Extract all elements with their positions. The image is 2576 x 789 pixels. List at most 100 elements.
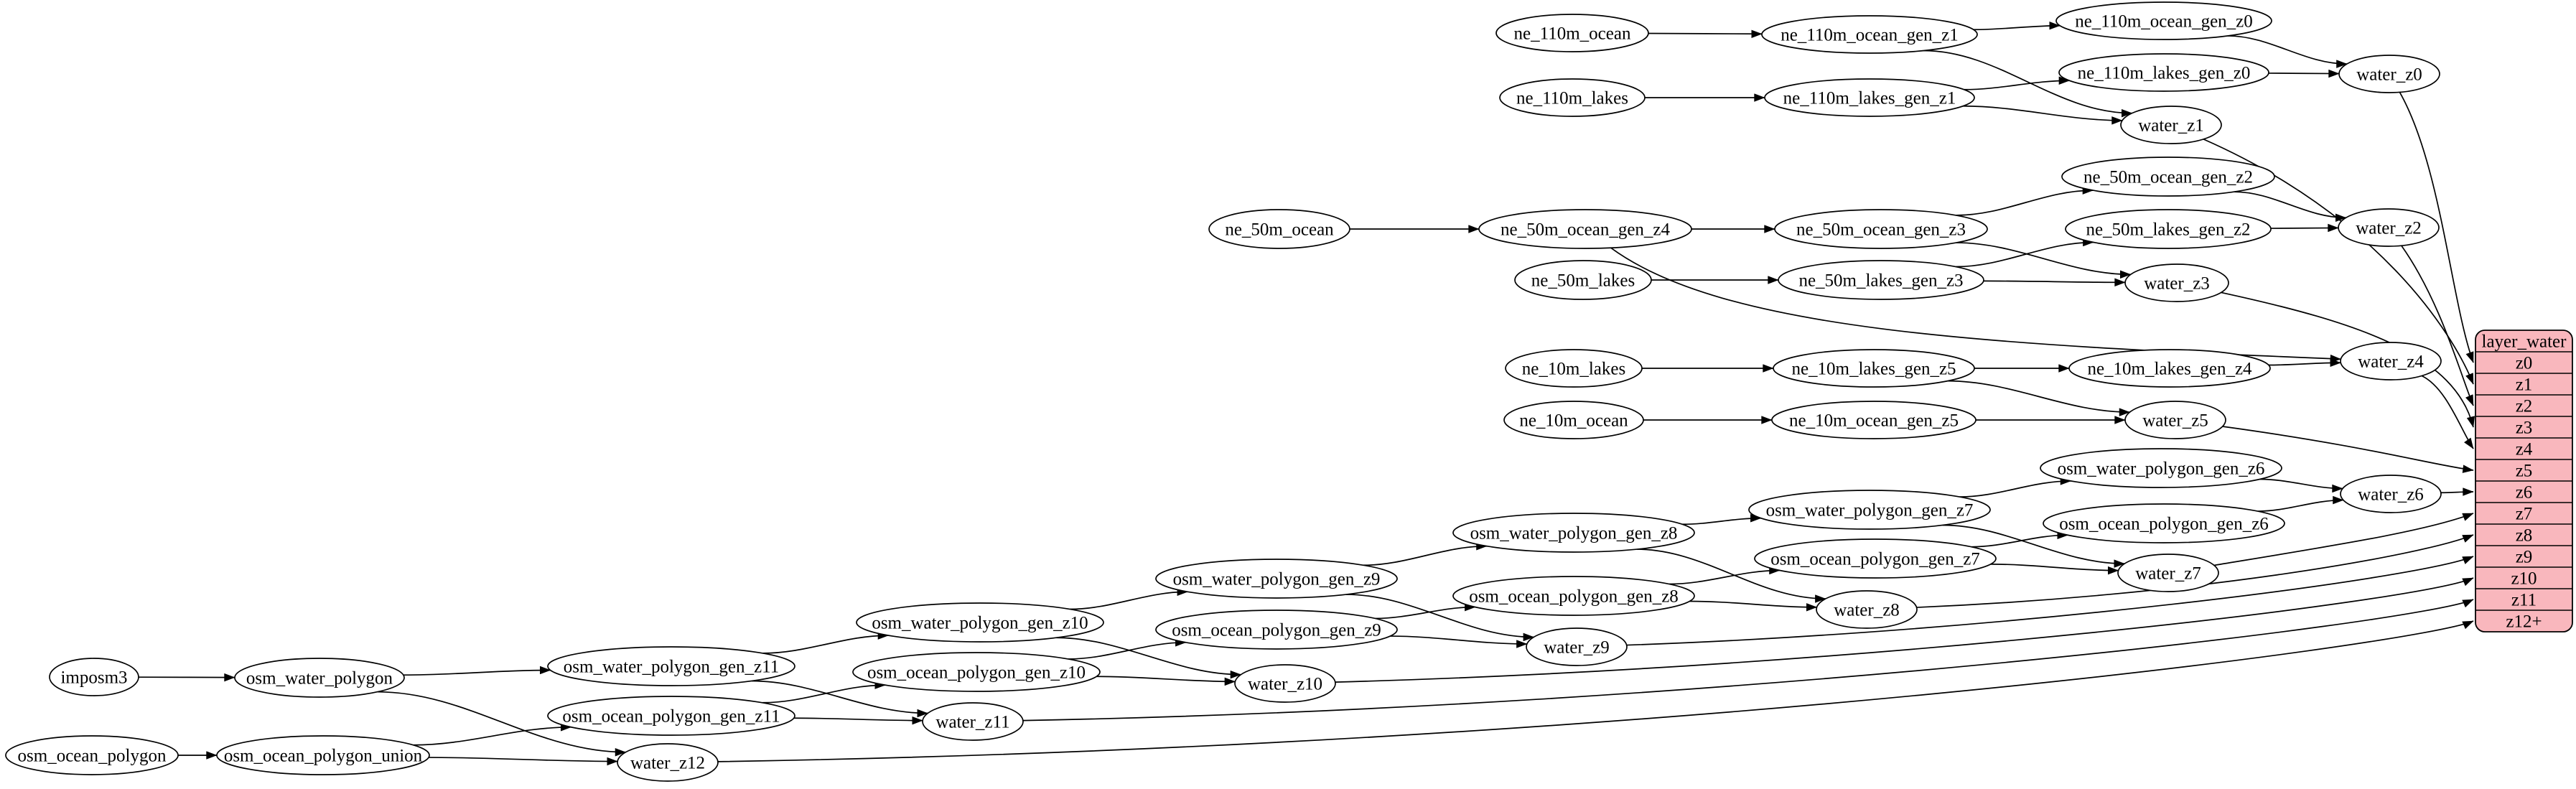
node-ellipse (1478, 209, 1692, 249)
node-ellipse (2040, 448, 2282, 488)
node-ne_10m_lakes_gen_z4: ne_10m_lakes_gen_z4 (2068, 349, 2271, 388)
table-row-z7: z7 (2516, 505, 2533, 524)
node-water_z7: water_z7 (2117, 554, 2219, 592)
node-ellipse (1773, 349, 1975, 388)
node-osm_water_polygon_gen_z10: osm_water_polygon_gen_z10 (856, 602, 1104, 643)
node-ellipse (2340, 342, 2442, 381)
table-row-z12+: z12+ (2506, 612, 2542, 632)
node-label: water_z5 (2142, 411, 2208, 431)
edge-osm_water_polygon_gen_z6--water_z6 (2259, 478, 2343, 493)
edge-water_z9--layer_water:z9 (1626, 556, 2474, 646)
node-ellipse (1155, 610, 1398, 650)
node-label: ne_50m_ocean_gen_z2 (2083, 168, 2253, 187)
node-ellipse (547, 696, 795, 736)
edge-osm_water_polygon_gen_z7--water_z7 (1942, 524, 2125, 568)
node-water_z2: water_z2 (2338, 208, 2440, 247)
node-ne_50m_ocean: ne_50m_ocean (1208, 209, 1350, 249)
node-label: osm_water_polygon_gen_z9 (1173, 570, 1381, 589)
node-water_z1: water_z1 (2120, 106, 2222, 144)
node-osm_water_polygon_gen_z9: osm_water_polygon_gen_z9 (1155, 559, 1398, 599)
node-ellipse (1778, 260, 1984, 300)
node-label: imposm3 (60, 668, 127, 688)
node-label: water_z7 (2135, 564, 2201, 584)
edge-osm_ocean_polygon_gen_z8--osm_ocean_polygon_gen_z7 (1669, 566, 1781, 585)
node-label: ne_10m_ocean (1519, 411, 1628, 431)
node-water_z6: water_z6 (2340, 475, 2442, 513)
node-water_z8: water_z8 (1816, 590, 1918, 629)
edge-ne_110m_ocean_gen_z0--water_z0 (2227, 35, 2348, 68)
node-label: ne_50m_ocean_gen_z3 (1796, 220, 1966, 240)
node-ellipse (1499, 78, 1646, 117)
node-label: water_z2 (2356, 219, 2422, 238)
node-label: water_z0 (2356, 65, 2422, 85)
node-osm_ocean_polygon_gen_z8: osm_ocean_polygon_gen_z8 (1452, 576, 1695, 616)
edge-osm_ocean_polygon_gen_z6--water_z6 (2257, 495, 2344, 512)
node-label: ne_110m_lakes_gen_z1 (1783, 89, 1956, 108)
node-osm_ocean_polygon_gen_z9: osm_ocean_polygon_gen_z9 (1155, 610, 1398, 650)
edge-osm_ocean_polygon_gen_z7--water_z7 (1990, 564, 2119, 575)
node-label: ne_10m_ocean_gen_z5 (1789, 411, 1959, 431)
node-ne_110m_ocean: ne_110m_ocean (1495, 14, 1649, 52)
edge-osm_ocean_polygon_gen_z10--osm_ocean_polygon_gen_z9 (1068, 638, 1187, 660)
node-label: ne_110m_ocean_gen_z0 (2075, 12, 2253, 32)
edge-osm_water_polygon_gen_z11--osm_water_polygon_gen_z10 (762, 631, 890, 654)
node-label: water_z10 (1248, 675, 1322, 694)
node-ne_10m_lakes_gen_z5: ne_10m_lakes_gen_z5 (1773, 349, 1975, 388)
node-ellipse (1208, 209, 1350, 249)
node-label: osm_water_polygon_gen_z7 (1766, 501, 1974, 520)
edge-ne_110m_lakes_gen_z1--water_z1 (1963, 105, 2123, 125)
node-label: ne_110m_lakes_gen_z0 (2078, 64, 2251, 83)
node-label: osm_water_polygon (246, 669, 393, 688)
edge-ne_110m_ocean_gen_z1--water_z1 (1923, 50, 2133, 118)
edges (138, 21, 2475, 766)
edge-osm_water_polygon_gen_z7--osm_water_polygon_gen_z6 (1959, 477, 2072, 498)
node-label: water_z3 (2144, 274, 2210, 294)
node-ellipse (852, 652, 1101, 692)
node-label: osm_water_polygon_gen_z11 (564, 658, 779, 677)
node-ellipse (2120, 106, 2222, 144)
node-ellipse (2338, 55, 2440, 93)
node-ellipse (2338, 208, 2440, 247)
node-label: osm_ocean_polygon_gen_z7 (1770, 550, 1980, 569)
edge-water_z10--layer_water:z10 (1335, 577, 2474, 683)
node-ellipse (2058, 53, 2269, 92)
node-ellipse (1771, 401, 1977, 439)
node-osm_ocean_polygon_gen_z11: osm_ocean_polygon_gen_z11 (547, 696, 795, 736)
node-ne_50m_lakes_gen_z3: ne_50m_lakes_gen_z3 (1778, 260, 1984, 300)
node-label: osm_ocean_polygon_gen_z10 (867, 663, 1086, 683)
node-label: osm_ocean_polygon_gen_z11 (562, 707, 780, 727)
node-label: ne_110m_lakes (1516, 89, 1628, 108)
node-ellipse (1761, 15, 1978, 54)
edge-osm_ocean_polygon_union--osm_ocean_polygon_gen_z11 (413, 723, 572, 746)
node-osm_water_polygon_gen_z11: osm_water_polygon_gen_z11 (547, 646, 795, 686)
table-row-z3: z3 (2516, 419, 2533, 438)
node-label: water_z4 (2358, 353, 2424, 372)
table-row-z2: z2 (2516, 397, 2533, 416)
node-label: ne_50m_lakes_gen_z2 (2086, 220, 2250, 240)
node-label: water_z12 (630, 754, 705, 773)
edge-water_z4--layer_water:z4 (2421, 375, 2474, 449)
node-ellipse (922, 702, 1024, 741)
node-label: water_z8 (1834, 601, 1900, 620)
table-title: layer_water (2482, 332, 2567, 352)
node-label: osm_water_polygon_gen_z10 (872, 614, 1088, 633)
node-water_z10: water_z10 (1234, 664, 1336, 703)
node-ellipse (547, 646, 795, 686)
table-row-z1: z1 (2516, 375, 2533, 395)
node-ellipse (1505, 349, 1643, 388)
node-label: osm_ocean_polygon_union (224, 747, 423, 766)
edge-ne_110m_lakes_gen_z1--ne_110m_lakes_gen_z0 (1964, 76, 2070, 90)
edge-osm_ocean_polygon_gen_z11--osm_ocean_polygon_gen_z10 (762, 681, 886, 704)
node-label: water_z6 (2358, 485, 2424, 505)
node-label: ne_110m_ocean_gen_z1 (1781, 26, 1959, 45)
node-ellipse (1774, 209, 1988, 249)
node-ellipse (2065, 209, 2272, 249)
node-label: osm_ocean_polygon_gen_z6 (2059, 515, 2269, 534)
table-row-z8: z8 (2516, 526, 2533, 546)
edge-ne_10m_lakes_gen_z5--water_z5 (1947, 380, 2131, 416)
node-ellipse (5, 735, 179, 775)
node-ne_10m_ocean_gen_z5: ne_10m_ocean_gen_z5 (1771, 401, 1977, 439)
node-imposm3: imposm3 (49, 658, 139, 696)
node-label: water_z11 (935, 713, 1009, 732)
node-ellipse (216, 735, 430, 775)
